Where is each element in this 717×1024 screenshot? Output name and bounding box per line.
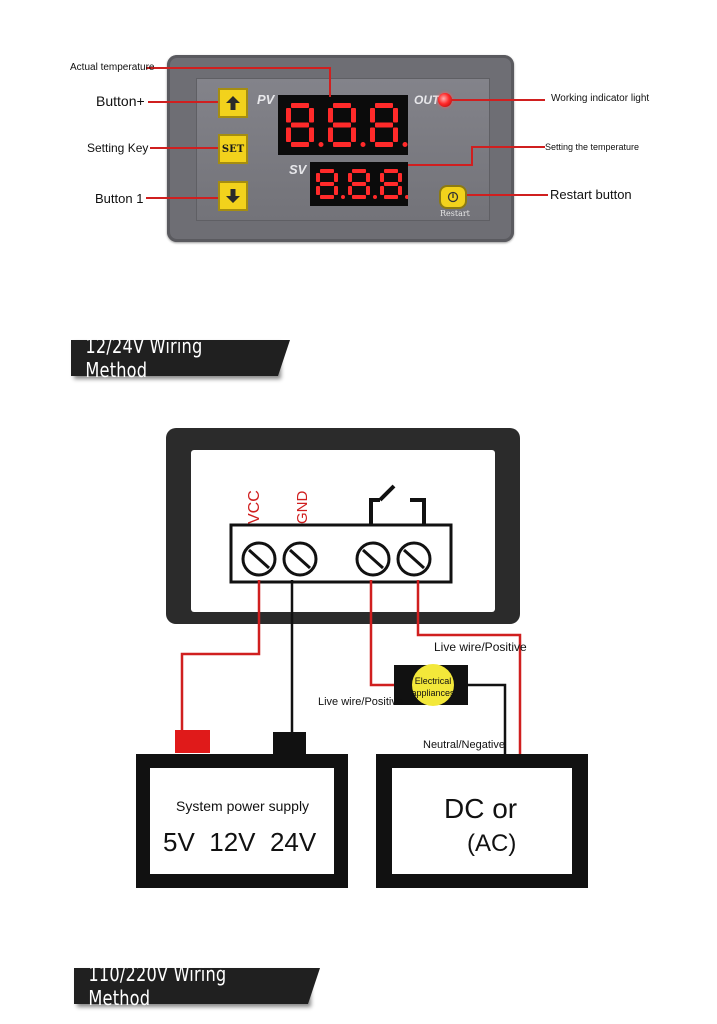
seven-segment-digit [328,103,366,147]
screw-relay-2 [396,541,432,577]
neutral-label: Neutral/Negative [423,739,505,751]
button-plus[interactable] [218,88,248,118]
set-button[interactable]: SET [218,134,248,164]
wire-relay-to-appliance [369,580,398,687]
sv-display [310,162,409,206]
arrow-up-icon [226,96,240,110]
callout-setting-temperature: Setting the temperature [545,142,640,152]
restart-button[interactable] [439,185,467,209]
pv-label: PV [257,92,275,107]
section-title-110-220v: 110/220V Wiring Method [88,962,227,1010]
appliance-bulb [412,664,454,706]
seven-segment-digit [348,169,377,199]
callout-working-indicator: Working indicator light [551,93,650,104]
section-banner-110-220v: 110/220V Wiring Method [74,962,320,1010]
screw-relay-1 [355,541,391,577]
seven-segment-digit [380,169,409,199]
pv-digits [286,103,408,147]
live-wire-left-label: Live wire/Positive [318,696,403,708]
set-button-label: SET [221,143,245,155]
callout-button-1: Button 1 [95,191,144,206]
wire-neutral [466,683,507,756]
live-wire-top-label: Live wire/Positive [434,640,527,654]
setting-temp-leader [408,146,545,166]
screw-vcc [241,541,277,577]
terminal-screws [241,541,432,577]
section-title-12-24v: 12/24V Wiring Method [85,334,203,382]
callout-restart-button: Restart button [550,187,632,202]
callout-lines [146,67,548,199]
sv-label: SV [289,162,307,177]
power-supply-title: System power supply [176,798,310,814]
callout-setting-key: Setting Key [87,141,149,155]
actual-temp-leader [146,67,331,97]
dc-source-face [392,768,572,874]
callout-button-plus: Button+ [96,93,145,109]
wire-live-to-source [416,580,522,756]
screw-gnd [282,541,318,577]
power-supply-voltages: 5V 12V 24V [163,827,317,857]
seven-segment-digit [286,103,324,147]
wiring-diagram [136,428,588,888]
pv-display [278,95,408,155]
terminal-vcc-label: VCC [246,490,263,524]
button-minus[interactable] [218,181,248,211]
sv-digits [316,169,409,199]
power-supply-face [150,768,334,874]
section-banner-12-24v: 12/24V Wiring Method [71,334,290,382]
seven-segment-digit [370,103,408,147]
relay-switch-icon [369,484,426,525]
battery-negative-terminal [273,732,306,755]
dc-source-line2: (AC) [467,830,517,857]
out-label: OUT [414,93,440,107]
seven-segment-digit [316,169,345,199]
terminal-gnd-label: GND [294,490,311,524]
restart-label: Restart [440,209,470,218]
dc-source-line1: DC or [444,793,518,824]
callout-actual-temperature: Actual temperature [70,62,155,73]
battery-positive-terminal [175,730,210,753]
appliance-label: Electrical appliances [411,676,455,698]
power-icon [447,191,459,203]
arrow-down-icon [226,189,240,203]
working-indicator-led [438,93,452,107]
wire-vcc [180,580,261,732]
